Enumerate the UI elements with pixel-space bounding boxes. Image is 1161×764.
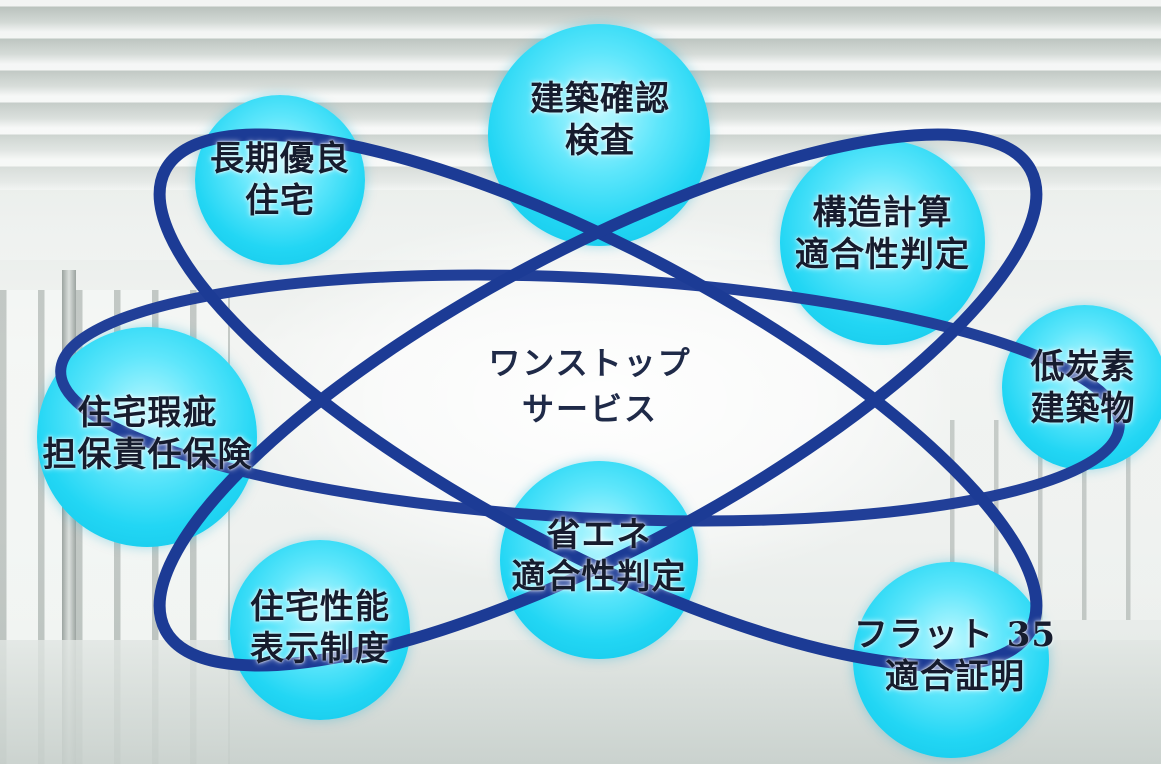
label-energy-saving-line1: 省エネ: [546, 515, 652, 555]
label-performance-display: 住宅性能 表示制度: [222, 586, 418, 670]
label-building-confirmation: 建築確認 検査: [500, 78, 700, 162]
orbit-ring-tilt-down: [153, 128, 1043, 672]
bubble-long-life-housing: [195, 95, 365, 265]
label-energy-saving: 省エネ 適合性判定: [485, 514, 713, 598]
center-label-line1: ワンストップ: [488, 344, 692, 382]
label-long-life-housing: 長期優良 住宅: [185, 138, 375, 222]
label-energy-saving-line2: 適合性判定: [511, 557, 687, 597]
orbit-ring-tilt-up: [153, 128, 1043, 672]
label-structural-calc-line1: 構造計算: [812, 193, 953, 233]
label-defect-insurance: 住宅瑕疵 担保責任保険: [10, 392, 285, 476]
label-defect-insurance-line1: 住宅瑕疵: [77, 393, 218, 433]
label-performance-display-line1: 住宅性能: [250, 587, 390, 627]
label-long-life-housing-line2: 住宅: [245, 181, 315, 221]
label-long-life-housing-line1: 長期優良: [210, 139, 350, 179]
orbit-ring-horizontal: [55, 269, 1125, 527]
center-label: ワンストップ サービス: [455, 340, 725, 432]
label-building-confirmation-line2: 検査: [565, 121, 635, 161]
label-flat35: フラット 35 適合証明: [830, 614, 1080, 698]
label-low-carbon: 低炭素 建築物: [1005, 346, 1161, 430]
label-low-carbon-line2: 建築物: [1030, 389, 1136, 429]
label-structural-calc-line2: 適合性判定: [795, 235, 970, 275]
label-flat35-line1: フラット 35: [853, 615, 1057, 655]
label-low-carbon-line1: 低炭素: [1030, 347, 1136, 387]
label-building-confirmation-line1: 建築確認: [530, 79, 670, 119]
label-flat35-line2: 適合証明: [885, 657, 1025, 697]
bubble-energy-saving: [500, 461, 698, 659]
bubble-low-carbon: [1002, 305, 1161, 470]
center-label-line2: サービス: [521, 390, 658, 428]
label-structural-calc: 構造計算 適合性判定: [765, 192, 1000, 276]
bubble-building-confirmation: [488, 24, 710, 246]
bubble-performance-display: [230, 540, 410, 720]
label-defect-insurance-line2: 担保責任保険: [42, 435, 253, 475]
label-performance-display-line2: 表示制度: [250, 629, 390, 669]
